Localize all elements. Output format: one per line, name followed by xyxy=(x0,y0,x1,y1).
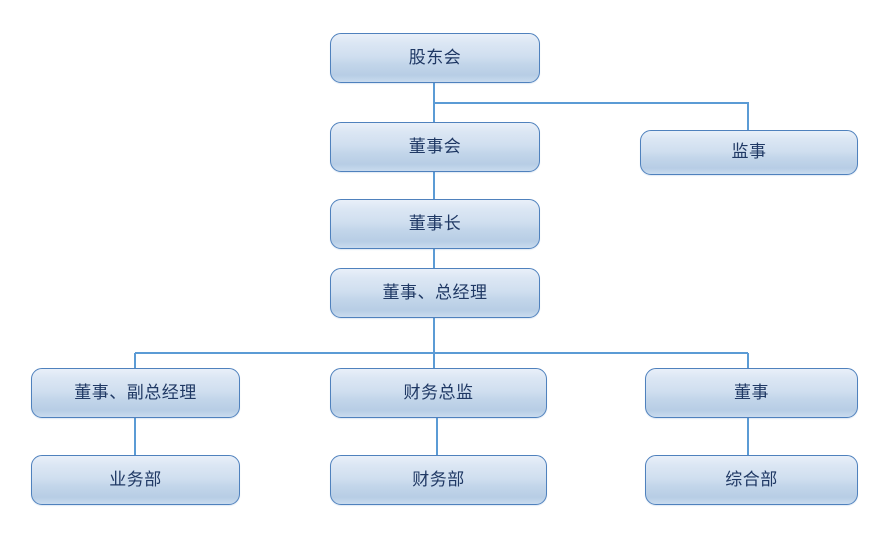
node-label-cfo: 财务总监 xyxy=(403,382,474,403)
node-general-affairs-department[interactable]: 综合部 xyxy=(645,455,858,505)
node-label-deputy-general-manager: 董事、副总经理 xyxy=(74,382,197,403)
node-business-department[interactable]: 业务部 xyxy=(31,455,240,505)
node-label-general-manager: 董事、总经理 xyxy=(382,282,488,303)
node-director[interactable]: 董事 xyxy=(645,368,858,418)
node-label-general-affairs-department: 综合部 xyxy=(725,469,778,490)
node-shareholders[interactable]: 股东会 xyxy=(330,33,540,83)
node-label-board: 董事会 xyxy=(408,136,462,157)
node-label-business-department: 业务部 xyxy=(109,469,162,490)
node-general-manager[interactable]: 董事、总经理 xyxy=(330,268,540,318)
node-label-finance-department: 财务部 xyxy=(412,469,465,490)
node-label-chairman: 董事长 xyxy=(408,213,462,234)
node-supervisor[interactable]: 监事 xyxy=(640,130,858,175)
node-deputy-general-manager[interactable]: 董事、副总经理 xyxy=(31,368,240,418)
node-label-shareholders: 股东会 xyxy=(408,47,462,68)
node-board[interactable]: 董事会 xyxy=(330,122,540,172)
node-label-director: 董事 xyxy=(734,382,769,403)
node-label-supervisor: 监事 xyxy=(731,142,767,162)
node-chairman[interactable]: 董事长 xyxy=(330,199,540,249)
node-finance-department[interactable]: 财务部 xyxy=(330,455,547,505)
node-cfo[interactable]: 财务总监 xyxy=(330,368,547,418)
